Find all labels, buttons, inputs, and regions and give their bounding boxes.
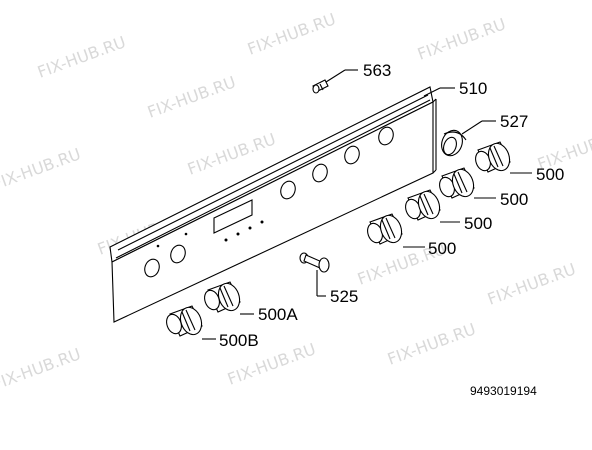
watermark-text: FIX-HUB.RU [145,72,238,121]
watermark-text: FIX-HUB.RU [0,144,83,193]
knob-500-4 [367,213,403,245]
watermark-text: FIX-HUB.RU [485,259,578,308]
knob-500-1 [475,141,511,173]
label-527: 527 [500,112,528,131]
display-window [213,199,253,234]
label-525: 525 [330,287,358,306]
leader-lines [202,69,532,340]
document-code: 9493019194 [470,384,537,398]
knob-hole [280,180,296,200]
label-500-4: 500 [428,239,456,258]
knob-500b [166,305,203,337]
watermark-text: FIX-HUB.RU [245,9,338,58]
watermark-text: FIX-HUB.RU [415,14,508,63]
knob-hole [170,244,186,264]
ring-527 [441,129,467,157]
screw-525 [299,252,330,273]
knob-500-3 [405,189,441,221]
watermark-text: FIX-HUB.RU [35,32,128,81]
knob-hole [312,163,328,183]
watermark-text: FIX-HUB.RU [385,319,478,368]
knob-500a [204,281,241,313]
knob-hole [344,145,360,165]
label-510: 510 [459,79,487,98]
knob-500-2 [439,167,475,199]
knob-hole [144,258,160,278]
control-panel-510 [109,86,437,323]
part-labels: 563 510 527 500 500 500 500 525 500A 500… [219,61,564,398]
pin-563 [312,79,329,94]
label-500-1: 500 [536,165,564,184]
label-500-3: 500 [464,214,492,233]
label-563: 563 [363,61,391,80]
knob-hole [378,126,394,146]
label-500-2: 500 [500,190,528,209]
label-500b: 500B [219,331,259,350]
label-500a: 500A [258,305,298,324]
watermark-text: FIX-HUB.RU [0,344,83,393]
